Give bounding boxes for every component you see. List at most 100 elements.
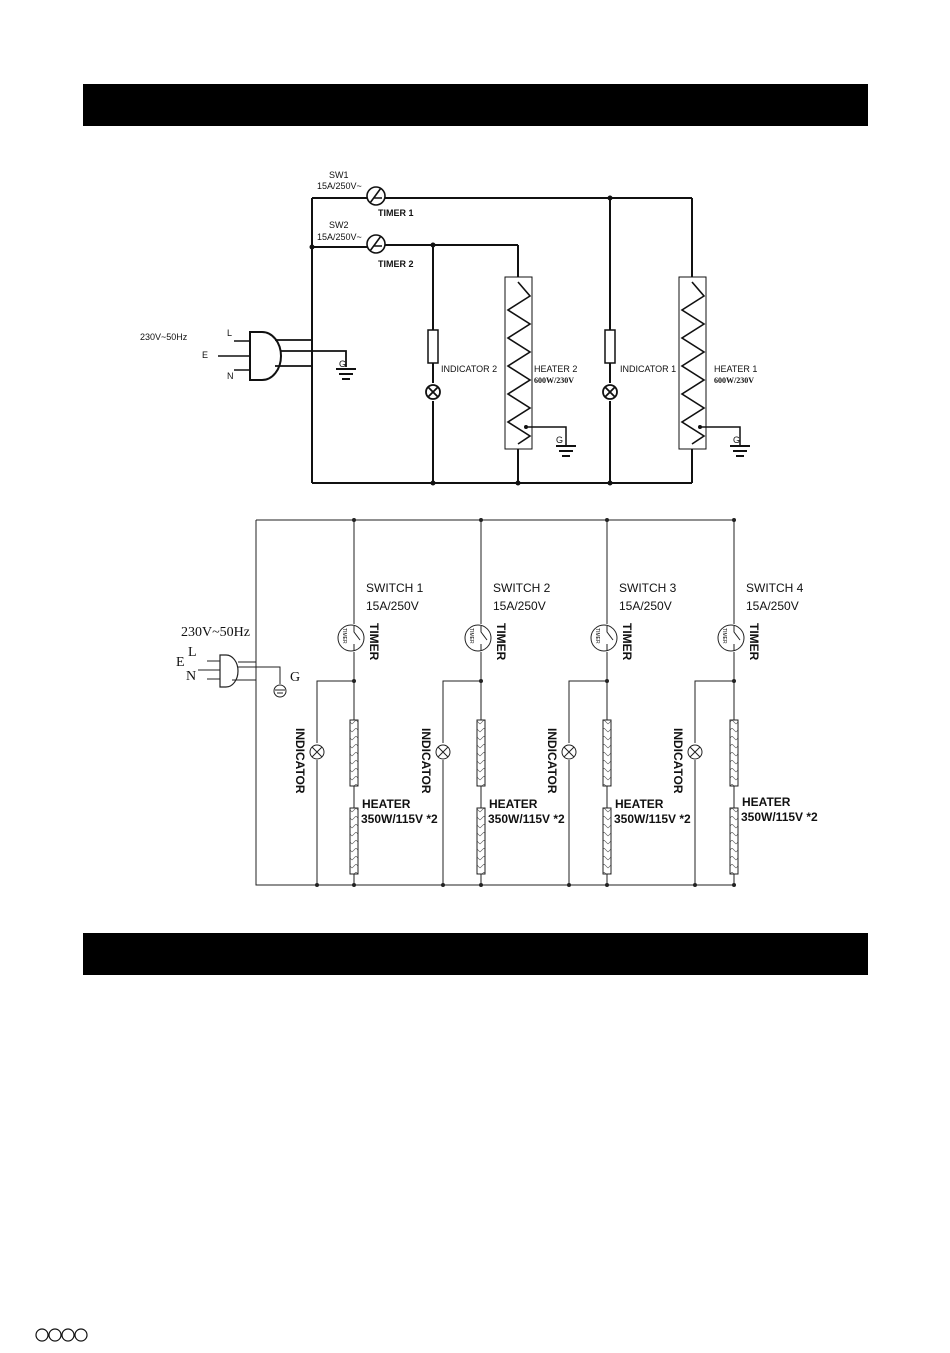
- d2-heater-rating: 350W/115V *2: [361, 812, 438, 826]
- d2-heater-element: [729, 807, 739, 875]
- d2-indicator-cross: [437, 746, 449, 758]
- d1-pin-l: L: [227, 328, 232, 338]
- brand-logo-icon: [35, 1328, 88, 1342]
- d2-switch-contact: [480, 626, 488, 651]
- d2-junction: [605, 518, 609, 522]
- d2-timer-switch-icon: [337, 624, 365, 652]
- d2-timer-small-label: TIMER: [341, 628, 347, 644]
- d2-pin-n: N: [186, 669, 196, 684]
- d1-pin-e: E: [202, 350, 208, 360]
- d2-switch-label: SWITCH 3: [619, 581, 677, 595]
- d2-junction: [732, 679, 736, 683]
- d2-switch-label: SWITCH 1: [366, 581, 424, 595]
- d2-junction: [479, 679, 483, 683]
- d1-ind2-resistor: [427, 329, 439, 364]
- d1-indicator1-label: INDICATOR 1: [620, 364, 676, 374]
- d2-heater-element: [476, 719, 486, 787]
- d2-timer-label: TIMER: [747, 623, 761, 661]
- d2-junction: [732, 883, 736, 887]
- d2-junction: [693, 883, 697, 887]
- d1-ground-symbol: [336, 368, 750, 457]
- d2-timer-label: TIMER: [494, 623, 508, 661]
- d2-switch-rating: 15A/250V: [746, 599, 799, 613]
- d2-indicator-label: INDICATOR: [545, 728, 559, 794]
- section-header-bar-bottom: [83, 933, 868, 975]
- d2-switch-contact: [606, 626, 614, 651]
- d2-heater-rating: 350W/115V *2: [488, 812, 565, 826]
- d2-frame: [255, 519, 736, 886]
- d2-ground-g: G: [290, 670, 300, 685]
- d2-indicator-label: INDICATOR: [419, 728, 433, 794]
- d1-supply-label: 230V~50Hz: [140, 332, 188, 342]
- d1-ground-g: G: [339, 359, 346, 369]
- d1-heater2-coil: [506, 281, 532, 445]
- d1-plug: [249, 331, 282, 381]
- d1-junctions: [309, 195, 702, 486]
- d2-channels: SWITCH 1 15A/250V TIMER TIMER INDICATOR HEATE…: [293, 518, 818, 887]
- d2-heater-element: [349, 807, 359, 875]
- d2-channel-4: [687, 518, 745, 887]
- d1-bus-2: [312, 244, 518, 248]
- d2-plug: [219, 654, 239, 688]
- d1-plug-pins: [218, 340, 250, 371]
- d2-heater-label: HEATER: [615, 797, 664, 811]
- d2-channel-wire: [568, 520, 608, 885]
- d1-timer1-label: TIMER 1: [378, 208, 414, 218]
- d2-indicator-cross: [689, 746, 701, 758]
- d2-junction: [605, 679, 609, 683]
- diagram-1: [218, 186, 750, 486]
- d1-ground-g1: G: [733, 435, 740, 445]
- d2-junction: [567, 883, 571, 887]
- d1-pin-n: N: [227, 371, 234, 381]
- d2-junction: [479, 518, 483, 522]
- d2-channel-3: [561, 518, 618, 887]
- d2-junction: [352, 679, 356, 683]
- d2-channel-wire: [442, 520, 482, 885]
- d1-indicator2-label: INDICATOR 2: [441, 364, 497, 374]
- d2-switch-contact: [733, 626, 741, 651]
- d1-heater1-label: HEATER 1: [714, 364, 757, 374]
- d1-heater1-rating: 600W/230V: [714, 376, 754, 385]
- d2-pin-l: L: [188, 645, 197, 660]
- d2-plug-pins: [198, 660, 220, 680]
- diagram-2: [198, 519, 736, 886]
- d2-heater-label: HEATER: [489, 797, 538, 811]
- d2-timer-small-label: TIMER: [721, 628, 727, 644]
- d1-timer-switch: [366, 186, 386, 254]
- d2-pin-e: E: [176, 655, 185, 670]
- d2-switch-rating: 15A/250V: [493, 599, 546, 613]
- d2-channel-1: [309, 518, 365, 887]
- d2-timer-switch-icon: [717, 624, 745, 652]
- d2-channel-wire: [694, 520, 735, 885]
- d2-heater-element: [602, 719, 612, 787]
- d1-sw1-rating: 15A/250V~: [317, 181, 362, 191]
- d2-timer-small-label: TIMER: [594, 628, 600, 644]
- d2-timer-label: TIMER: [620, 623, 634, 661]
- d2-switch-contact: [353, 626, 361, 651]
- d1-ind1-resistor: [604, 329, 616, 364]
- d2-supply-label: 230V~50Hz: [181, 625, 250, 640]
- d2-switch-rating: 15A/250V: [366, 599, 419, 613]
- d1-heater2-box: [504, 276, 533, 450]
- d2-heater-element: [349, 719, 359, 787]
- d1-heater1-box: [678, 276, 707, 450]
- d1-heater2-ground-wire: [526, 426, 567, 446]
- d2-timer-small-label: TIMER: [468, 628, 474, 644]
- d2-junction: [479, 883, 483, 887]
- section-header-bar-top: [83, 84, 868, 126]
- d2-heater-element: [729, 719, 739, 787]
- d2-junction: [352, 883, 356, 887]
- d1-sw2-rating: 15A/250V~: [317, 232, 362, 242]
- d2-ground-symbol: [273, 684, 287, 698]
- d2-junction: [441, 883, 445, 887]
- d1-sw1-name: SW1: [329, 170, 349, 180]
- d2-junction: [605, 883, 609, 887]
- d2-channel-2: [435, 518, 492, 887]
- d2-heater-rating: 350W/115V *2: [614, 812, 691, 826]
- d2-indicator-label: INDICATOR: [293, 728, 307, 794]
- d2-timer-label: TIMER: [367, 623, 381, 661]
- d1-timer2-label: TIMER 2: [378, 259, 414, 269]
- d2-channel-wire: [316, 520, 355, 885]
- d2-switch-label: SWITCH 2: [493, 581, 551, 595]
- d2-indicator-cross: [563, 746, 575, 758]
